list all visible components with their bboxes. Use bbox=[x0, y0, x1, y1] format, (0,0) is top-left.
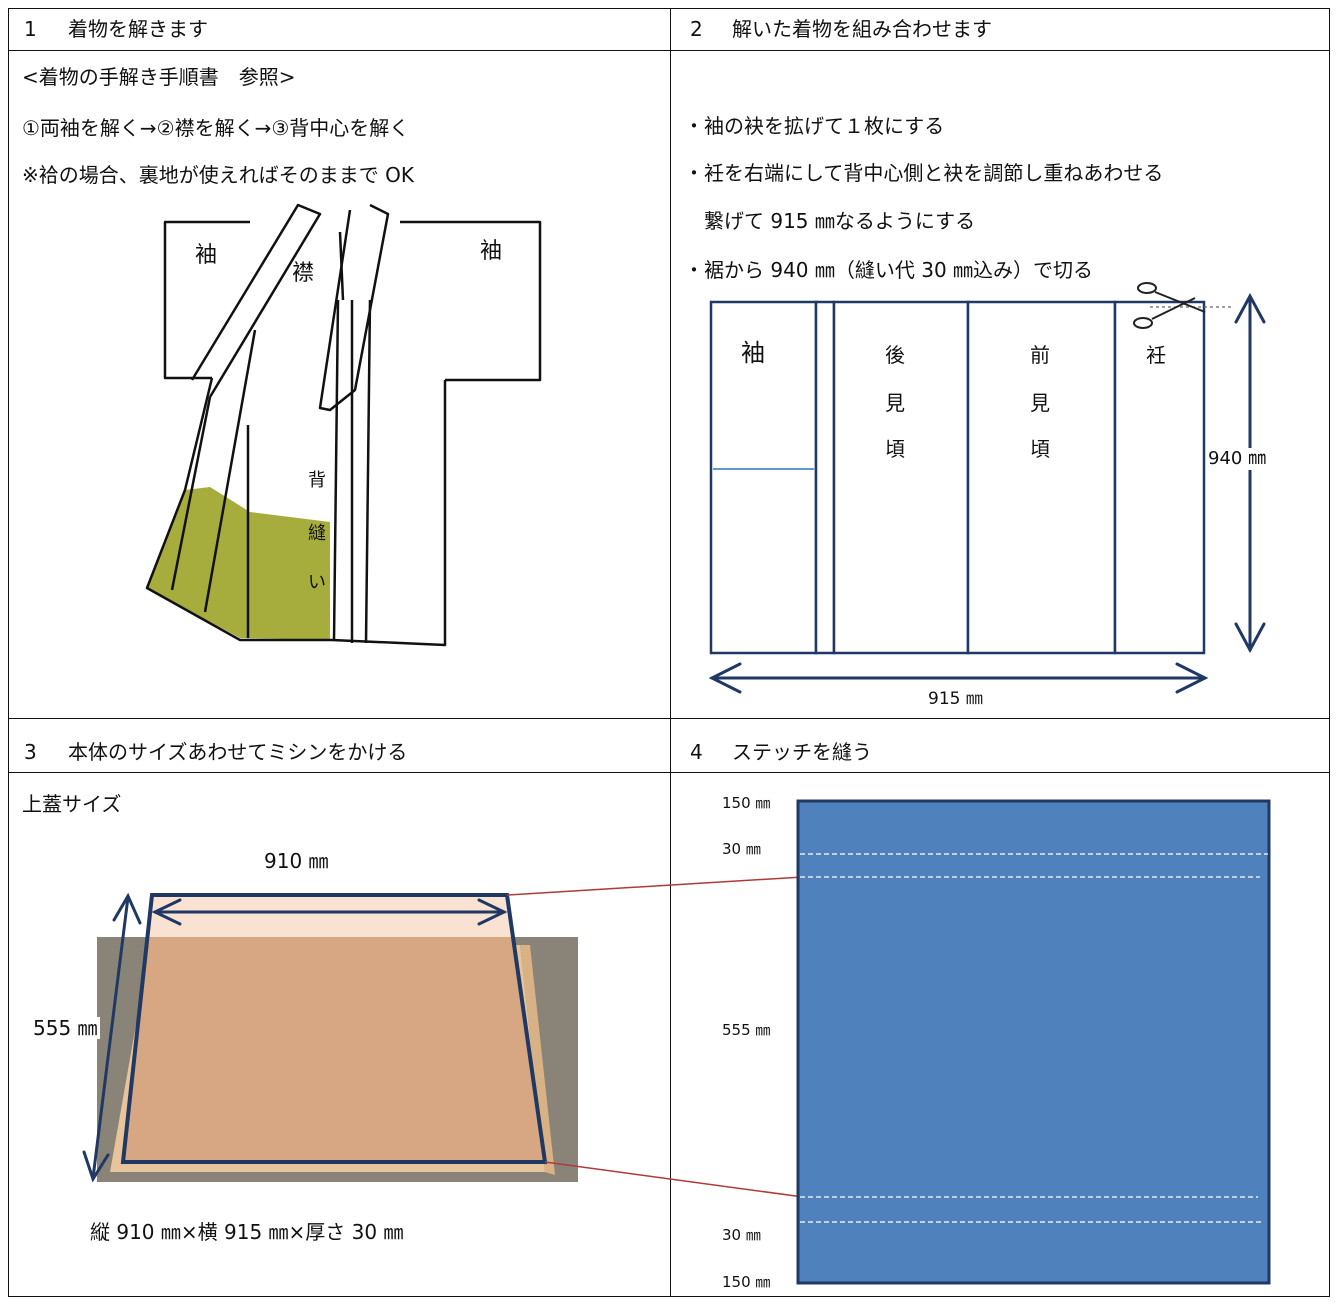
kimono-label-right-sleeve: 袖 bbox=[480, 239, 503, 264]
stitch-label-555: 555 ㎜ bbox=[722, 1021, 771, 1039]
kimono-label-left-sleeve: 袖 bbox=[195, 243, 218, 268]
section-1-number: 1 bbox=[24, 17, 37, 41]
s2-bullet-3: 繋げて 915 ㎜なるようにする bbox=[684, 209, 976, 233]
kimono-collar-right bbox=[318, 203, 390, 412]
table-row-line-1 bbox=[8, 50, 1330, 51]
stitch-label-150-bottom: 150 ㎜ bbox=[722, 1273, 771, 1291]
table-border-right bbox=[1329, 8, 1330, 1297]
s2-bullet-4: ・裾から 940 ㎜（縫い代 30 ㎜込み）で切る bbox=[684, 258, 1094, 282]
lid-height-arrow-line bbox=[91, 895, 130, 1180]
section-2-title: 解いた着物を組み合わせます bbox=[732, 17, 992, 41]
height-arrow-head-bottom bbox=[1234, 622, 1266, 654]
panel-label-back-2: 見 bbox=[885, 391, 905, 415]
kimono-label-collar: 襟 bbox=[292, 261, 315, 286]
panel-label-front-2: 見 bbox=[1030, 391, 1050, 415]
stitch-label-30-top: 30 ㎜ bbox=[722, 840, 761, 858]
photo-board-surface bbox=[123, 937, 545, 1162]
connector-line-top bbox=[506, 876, 804, 896]
height-arrow-head-top bbox=[1234, 292, 1266, 324]
s1-steps: ①両袖を解く→②襟を解く→③背中心を解く bbox=[22, 116, 410, 140]
width-label-915: 915 ㎜ bbox=[928, 689, 983, 709]
panel-front bbox=[966, 300, 1117, 655]
height-label-940: 940 ㎜ bbox=[1208, 448, 1267, 470]
kimono-label-back-3: い bbox=[308, 572, 326, 593]
s1-note: ※袷の場合、裏地が使えればそのままで OK bbox=[22, 163, 414, 187]
section-4-title: ステッチを縫う bbox=[732, 740, 872, 764]
width-arrow-head-right bbox=[1175, 662, 1209, 694]
section-2-number: 2 bbox=[690, 17, 703, 41]
kimono-hem-green bbox=[147, 487, 330, 640]
section-3-title: 本体のサイズあわせてミシンをかける bbox=[68, 740, 408, 764]
panel-okumi bbox=[1113, 300, 1206, 655]
kimono-label-back-2: 縫 bbox=[308, 523, 326, 544]
panel-back bbox=[832, 300, 970, 655]
section-4-number: 4 bbox=[690, 740, 703, 764]
lid-height-arrow-head-top bbox=[112, 892, 142, 925]
section-1-title: 着物を解きます bbox=[68, 17, 208, 41]
lid-width-arrow-head-right bbox=[477, 898, 508, 926]
panel-label-front-3: 頃 bbox=[1030, 437, 1050, 461]
table-row-line-2 bbox=[8, 718, 1330, 719]
scissors-icon bbox=[1133, 282, 1206, 329]
table-border-left bbox=[8, 8, 9, 1297]
panel-label-back-3: 頃 bbox=[885, 437, 905, 461]
stitch-label-150-top: 150 ㎜ bbox=[722, 794, 771, 812]
stitch-fabric bbox=[796, 799, 1271, 1285]
s3-width-label: 910 ㎜ bbox=[264, 849, 329, 873]
table-border-bottom bbox=[8, 1296, 1330, 1297]
panel-label-sleeve: 袖 bbox=[741, 339, 765, 367]
panel-label-okumi: 衽 bbox=[1146, 343, 1166, 367]
panel-sleeve bbox=[709, 300, 818, 655]
lid-height-arrow-head-bottom bbox=[82, 1150, 110, 1183]
panel-label-back-1: 後 bbox=[885, 343, 905, 367]
kimono-body-right-edge bbox=[331, 380, 447, 647]
s3-title: 上蓋サイズ bbox=[22, 792, 122, 816]
table-center-divider bbox=[670, 8, 671, 1297]
s1-reference: <着物の手解き手順書 参照> bbox=[22, 65, 296, 89]
kimono-right-sleeve bbox=[400, 220, 542, 382]
lid-width-arrow-head-left bbox=[151, 898, 182, 926]
photo-board-side bbox=[520, 945, 555, 1175]
connector-line-bottom bbox=[544, 1161, 804, 1198]
panel-label-front-1: 前 bbox=[1030, 343, 1050, 367]
s2-bullet-1: ・袖の袂を拡げて１枚にする bbox=[684, 114, 945, 138]
table-row-line-3 bbox=[8, 772, 1330, 773]
width-arrow-head-left bbox=[708, 662, 742, 694]
section-3-number: 3 bbox=[24, 740, 37, 764]
s3-height-label: 555 ㎜ bbox=[33, 1016, 100, 1040]
lid-top-strip bbox=[146, 895, 512, 937]
table-border-top bbox=[8, 8, 1330, 9]
kimono-left-sleeve bbox=[163, 220, 250, 380]
stitch-label-30-bottom: 30 ㎜ bbox=[722, 1226, 761, 1244]
kimono-label-back-1: 背 bbox=[308, 470, 326, 491]
s3-dimensions: 縦 910 ㎜×横 915 ㎜×厚さ 30 ㎜ bbox=[90, 1220, 404, 1244]
kimono-collar-left bbox=[190, 203, 322, 398]
s2-bullet-2: ・衽を右端にして背中心側と袂を調節し重ねあわせる bbox=[684, 161, 1164, 185]
kimono-body-left-edge bbox=[145, 377, 332, 642]
